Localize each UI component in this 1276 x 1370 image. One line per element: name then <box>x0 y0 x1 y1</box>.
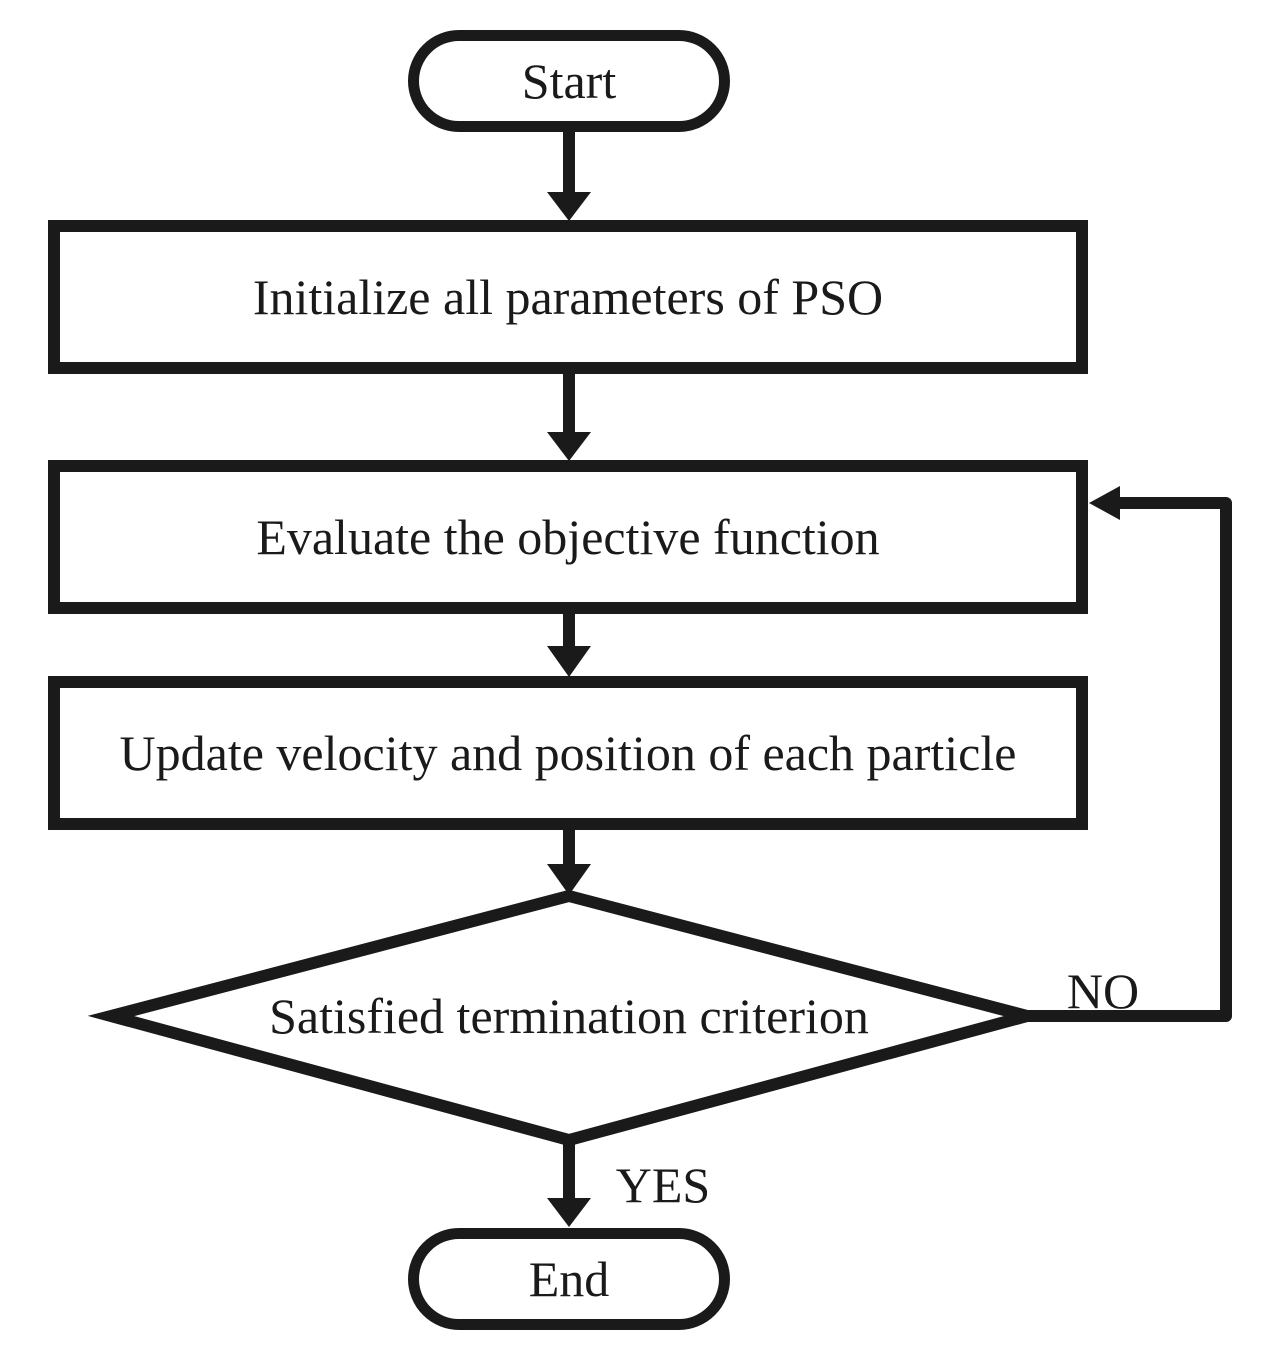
arrowhead-evaluate-update <box>547 646 591 677</box>
node-end: End <box>408 1228 730 1330</box>
node-end-label: End <box>528 1250 610 1307</box>
node-decision-label: Satisfied termination criterion <box>269 988 869 1044</box>
node-evaluate-label: Evaluate the objective function <box>256 508 880 565</box>
node-start-label: Start <box>521 52 617 109</box>
arrowhead-decision-end <box>547 1198 591 1227</box>
node-update: Update velocity and position of each par… <box>48 676 1088 830</box>
node-initialize-label: Initialize all parameters of PSO <box>252 268 884 325</box>
decision-diamond-shape <box>87 889 1051 1147</box>
arrowhead-initialize-evaluate <box>547 432 591 461</box>
arrowhead-update-decision <box>547 864 591 895</box>
node-initialize: Initialize all parameters of PSO <box>48 220 1088 374</box>
node-start: Start <box>408 30 730 132</box>
edge-no-feedback-line <box>1020 497 1232 1022</box>
node-update-label: Update velocity and position of each par… <box>119 724 1017 781</box>
arrowhead-start-initialize <box>547 192 591 221</box>
edge-label-no: NO <box>1066 963 1140 1019</box>
node-evaluate: Evaluate the objective function <box>48 460 1088 614</box>
arrowhead-no-into-evaluate <box>1089 486 1120 520</box>
edge-label-yes: YES <box>615 1157 711 1213</box>
